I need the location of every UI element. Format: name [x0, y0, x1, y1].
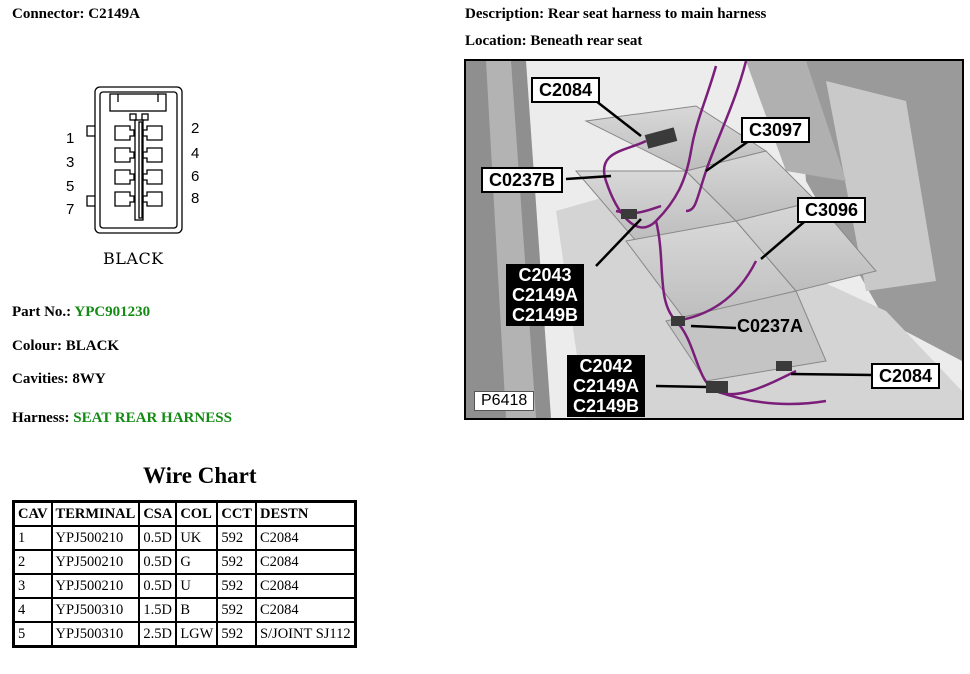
pin-8-label: 8	[191, 190, 200, 207]
wire-chart-title: Wire Chart	[143, 463, 257, 488]
cell-col: G	[175, 549, 219, 575]
callout-c2084-top: C2084	[531, 77, 601, 103]
pin-5-label: 5	[66, 178, 75, 195]
table-row: 2 YPJ500210 0.5D G 592 C2084	[12, 549, 357, 575]
callout-c0237b: C0237B	[481, 167, 564, 193]
cell-cct: 592	[216, 621, 257, 648]
cell-cct: 592	[216, 525, 257, 551]
pin-7-label: 7	[66, 201, 75, 218]
table-header-row: CAV TERMINAL CSA COL CCT DESTN	[12, 500, 357, 527]
callout-c2042: C2042	[579, 356, 633, 376]
harness-row: Harness: SEAT REAR HARNESS	[12, 410, 232, 427]
part-number-link[interactable]: YPC901230	[74, 304, 151, 320]
cell-cct: 592	[216, 597, 257, 623]
col-cav: CAV	[12, 500, 53, 527]
cell-col: B	[175, 597, 219, 623]
cell-cav: 1	[12, 525, 53, 551]
connector-value: C2149A	[88, 6, 140, 22]
cell-csa: 1.5D	[138, 597, 178, 623]
connector-colour-caption: BLACK	[103, 249, 164, 268]
harness-link[interactable]: SEAT REAR HARNESS	[73, 410, 232, 426]
callout-c2149a-2: C2149A	[573, 376, 640, 396]
location-value: Beneath rear seat	[530, 33, 643, 49]
cell-cct: 592	[216, 549, 257, 575]
pin-3-label: 3	[66, 154, 75, 171]
colour-row: Colour: BLACK	[12, 338, 119, 355]
cell-csa: 0.5D	[138, 549, 178, 575]
cell-cav: 2	[12, 549, 53, 575]
cell-csa: 0.5D	[138, 525, 178, 551]
location-photo: C2084 C3097 C0237B C3096 C2043 C2149A C2…	[464, 59, 964, 420]
cell-col: LGW	[175, 621, 219, 648]
cell-csa: 2.5D	[138, 621, 178, 648]
cell-cav: 3	[12, 573, 53, 599]
table-row: 1 YPJ500210 0.5D UK 592 C2084	[12, 525, 357, 551]
callout-group-c2043: C2043 C2149A C2149B	[506, 264, 585, 326]
location-heading: Location: Beneath rear seat	[465, 33, 642, 50]
wire-chart-table: CAV TERMINAL CSA COL CCT DESTN 1 YPJ5002…	[12, 500, 357, 648]
connector-heading: Connector: C2149A	[12, 6, 140, 23]
description-heading: Description: Rear seat harness to main h…	[465, 6, 766, 23]
cell-col: UK	[175, 525, 219, 551]
col-destn: DESTN	[254, 500, 357, 527]
pin-6-label: 6	[191, 168, 200, 185]
col-csa: CSA	[138, 500, 178, 527]
cavities-row: Cavities: 8WY	[12, 371, 106, 388]
location-label: Location:	[465, 33, 527, 49]
connector-label: Connector:	[12, 6, 85, 22]
cell-destn: C2084	[254, 597, 357, 623]
pin-4-label: 4	[191, 145, 200, 162]
colour-value: BLACK	[65, 338, 120, 354]
cell-csa: 0.5D	[138, 573, 178, 599]
callout-group-c2042: C2042 C2149A C2149B	[567, 355, 646, 417]
cell-destn: C2084	[254, 525, 357, 551]
cell-terminal: YPJ500310	[50, 597, 141, 623]
description-value: Rear seat harness to main harness	[547, 6, 767, 22]
cell-destn: C2084	[254, 549, 357, 575]
table-row: 3 YPJ500210 0.5D U 592 C2084	[12, 573, 357, 599]
callout-c2043: C2043	[518, 265, 572, 285]
callout-c3097: C3097	[741, 117, 811, 143]
callout-c2084-bottom: C2084	[871, 363, 941, 389]
description-label: Description:	[465, 6, 545, 22]
col-col: COL	[175, 500, 219, 527]
cell-cav: 5	[12, 621, 53, 648]
callout-c2149b-2: C2149B	[573, 396, 640, 416]
cell-terminal: YPJ500310	[50, 621, 141, 648]
cavities-label: Cavities:	[12, 371, 69, 387]
cell-destn: S/JOINT SJ112	[254, 621, 357, 648]
photo-reference-id: P6418	[474, 391, 535, 411]
harness-label: Harness:	[12, 410, 70, 426]
cell-cav: 4	[12, 597, 53, 623]
part-number-row: Part No.: YPC901230	[12, 304, 150, 321]
callout-c2149b: C2149B	[512, 305, 579, 325]
cell-terminal: YPJ500210	[50, 549, 141, 575]
callout-c2149a: C2149A	[512, 285, 579, 305]
rear-seat-illustration	[466, 61, 962, 418]
colour-label: Colour:	[12, 338, 62, 354]
cell-terminal: YPJ500210	[50, 525, 141, 551]
cavities-value: 8WY	[72, 371, 106, 387]
part-number-label: Part No.:	[12, 304, 72, 320]
table-row: 5 YPJ500310 2.5D LGW 592 S/JOINT SJ112	[12, 621, 357, 648]
pin-1-label: 1	[66, 130, 75, 147]
table-row: 4 YPJ500310 1.5D B 592 C2084	[12, 597, 357, 623]
col-terminal: TERMINAL	[50, 500, 141, 527]
callout-c3096: C3096	[797, 197, 867, 223]
pin-2-label: 2	[191, 120, 200, 137]
cell-destn: C2084	[254, 573, 357, 599]
col-cct: CCT	[216, 500, 257, 527]
connector-face-diagram	[86, 86, 183, 234]
cell-cct: 592	[216, 573, 257, 599]
callout-c0237a: C0237A	[737, 316, 804, 336]
cell-col: U	[175, 573, 219, 599]
cell-terminal: YPJ500210	[50, 573, 141, 599]
